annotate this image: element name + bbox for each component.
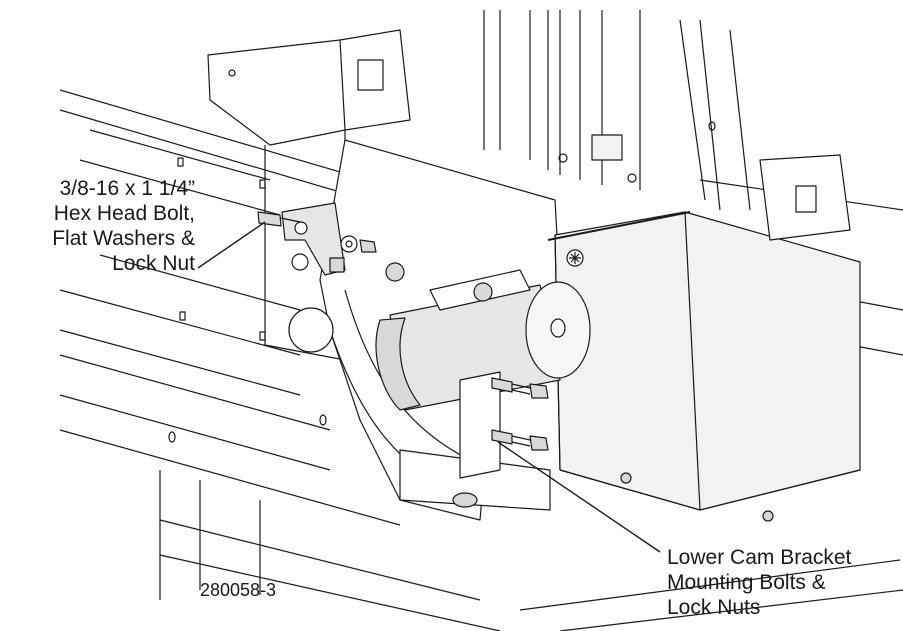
motor-cylinder bbox=[375, 269, 591, 411]
callout-hex-bolt-line-2: Hex Head Bolt, bbox=[53, 202, 195, 225]
misc-features bbox=[168, 121, 851, 443]
lower-mount-block bbox=[399, 371, 551, 511]
upright-posts bbox=[483, 10, 751, 211]
callout-hex-bolt: 3/8-16 x 1 1/4” Hex Head Bolt, Flat Wash… bbox=[52, 176, 195, 276]
motor-housing bbox=[547, 211, 861, 522]
callout-hex-bolt-line-3: Flat Washers & bbox=[52, 227, 195, 250]
cam-bracket-bolts bbox=[491, 377, 549, 451]
leader-lines bbox=[197, 221, 661, 553]
callout-hex-bolt-line-1: 3/8-16 x 1 1/4” bbox=[59, 177, 195, 200]
callout-cam-bracket-line-1: Lower Cam Bracket bbox=[667, 546, 852, 569]
callout-cam-bracket-line-2: Mounting Bolts & bbox=[667, 571, 826, 594]
callout-cam-bracket-bolts: Lower Cam Bracket Mounting Bolts & Lock … bbox=[667, 545, 851, 620]
figure-number: 280058-3 bbox=[200, 580, 277, 600]
leader-line-hex-bolt bbox=[197, 221, 266, 269]
callout-hex-bolt-line-4: Lock Nut bbox=[112, 252, 195, 275]
hex-bolt-assembly bbox=[257, 202, 493, 302]
frame-rails bbox=[59, 89, 903, 631]
leader-line-cam-bracket bbox=[497, 441, 661, 553]
callout-cam-bracket-line-3: Lock Nuts bbox=[667, 596, 761, 619]
